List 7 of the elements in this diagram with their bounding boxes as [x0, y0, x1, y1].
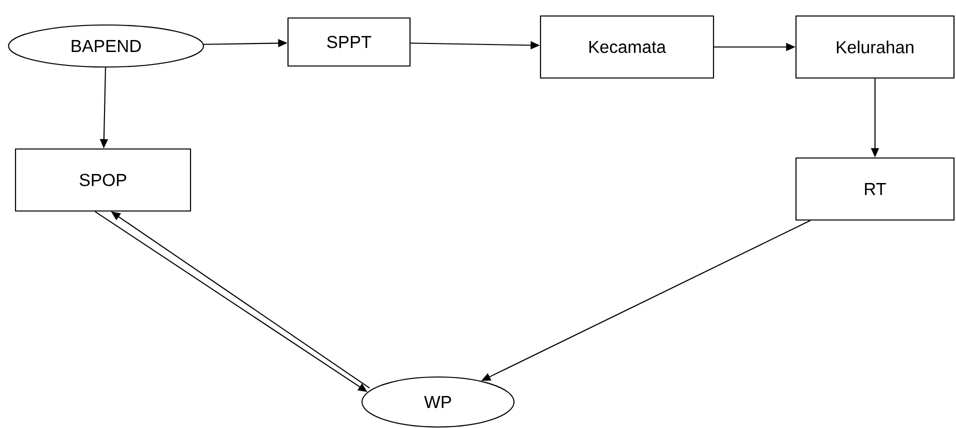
process-box: SPPT — [287, 17, 411, 67]
process-box: Kecamata — [540, 15, 714, 79]
ellipse-node: BAPEND — [8, 24, 204, 68]
process-box: Kelurahan — [795, 15, 955, 79]
process-box: SPOP — [14, 148, 192, 212]
ellipse-node: WP — [361, 376, 515, 428]
process-box: RT — [795, 157, 955, 221]
